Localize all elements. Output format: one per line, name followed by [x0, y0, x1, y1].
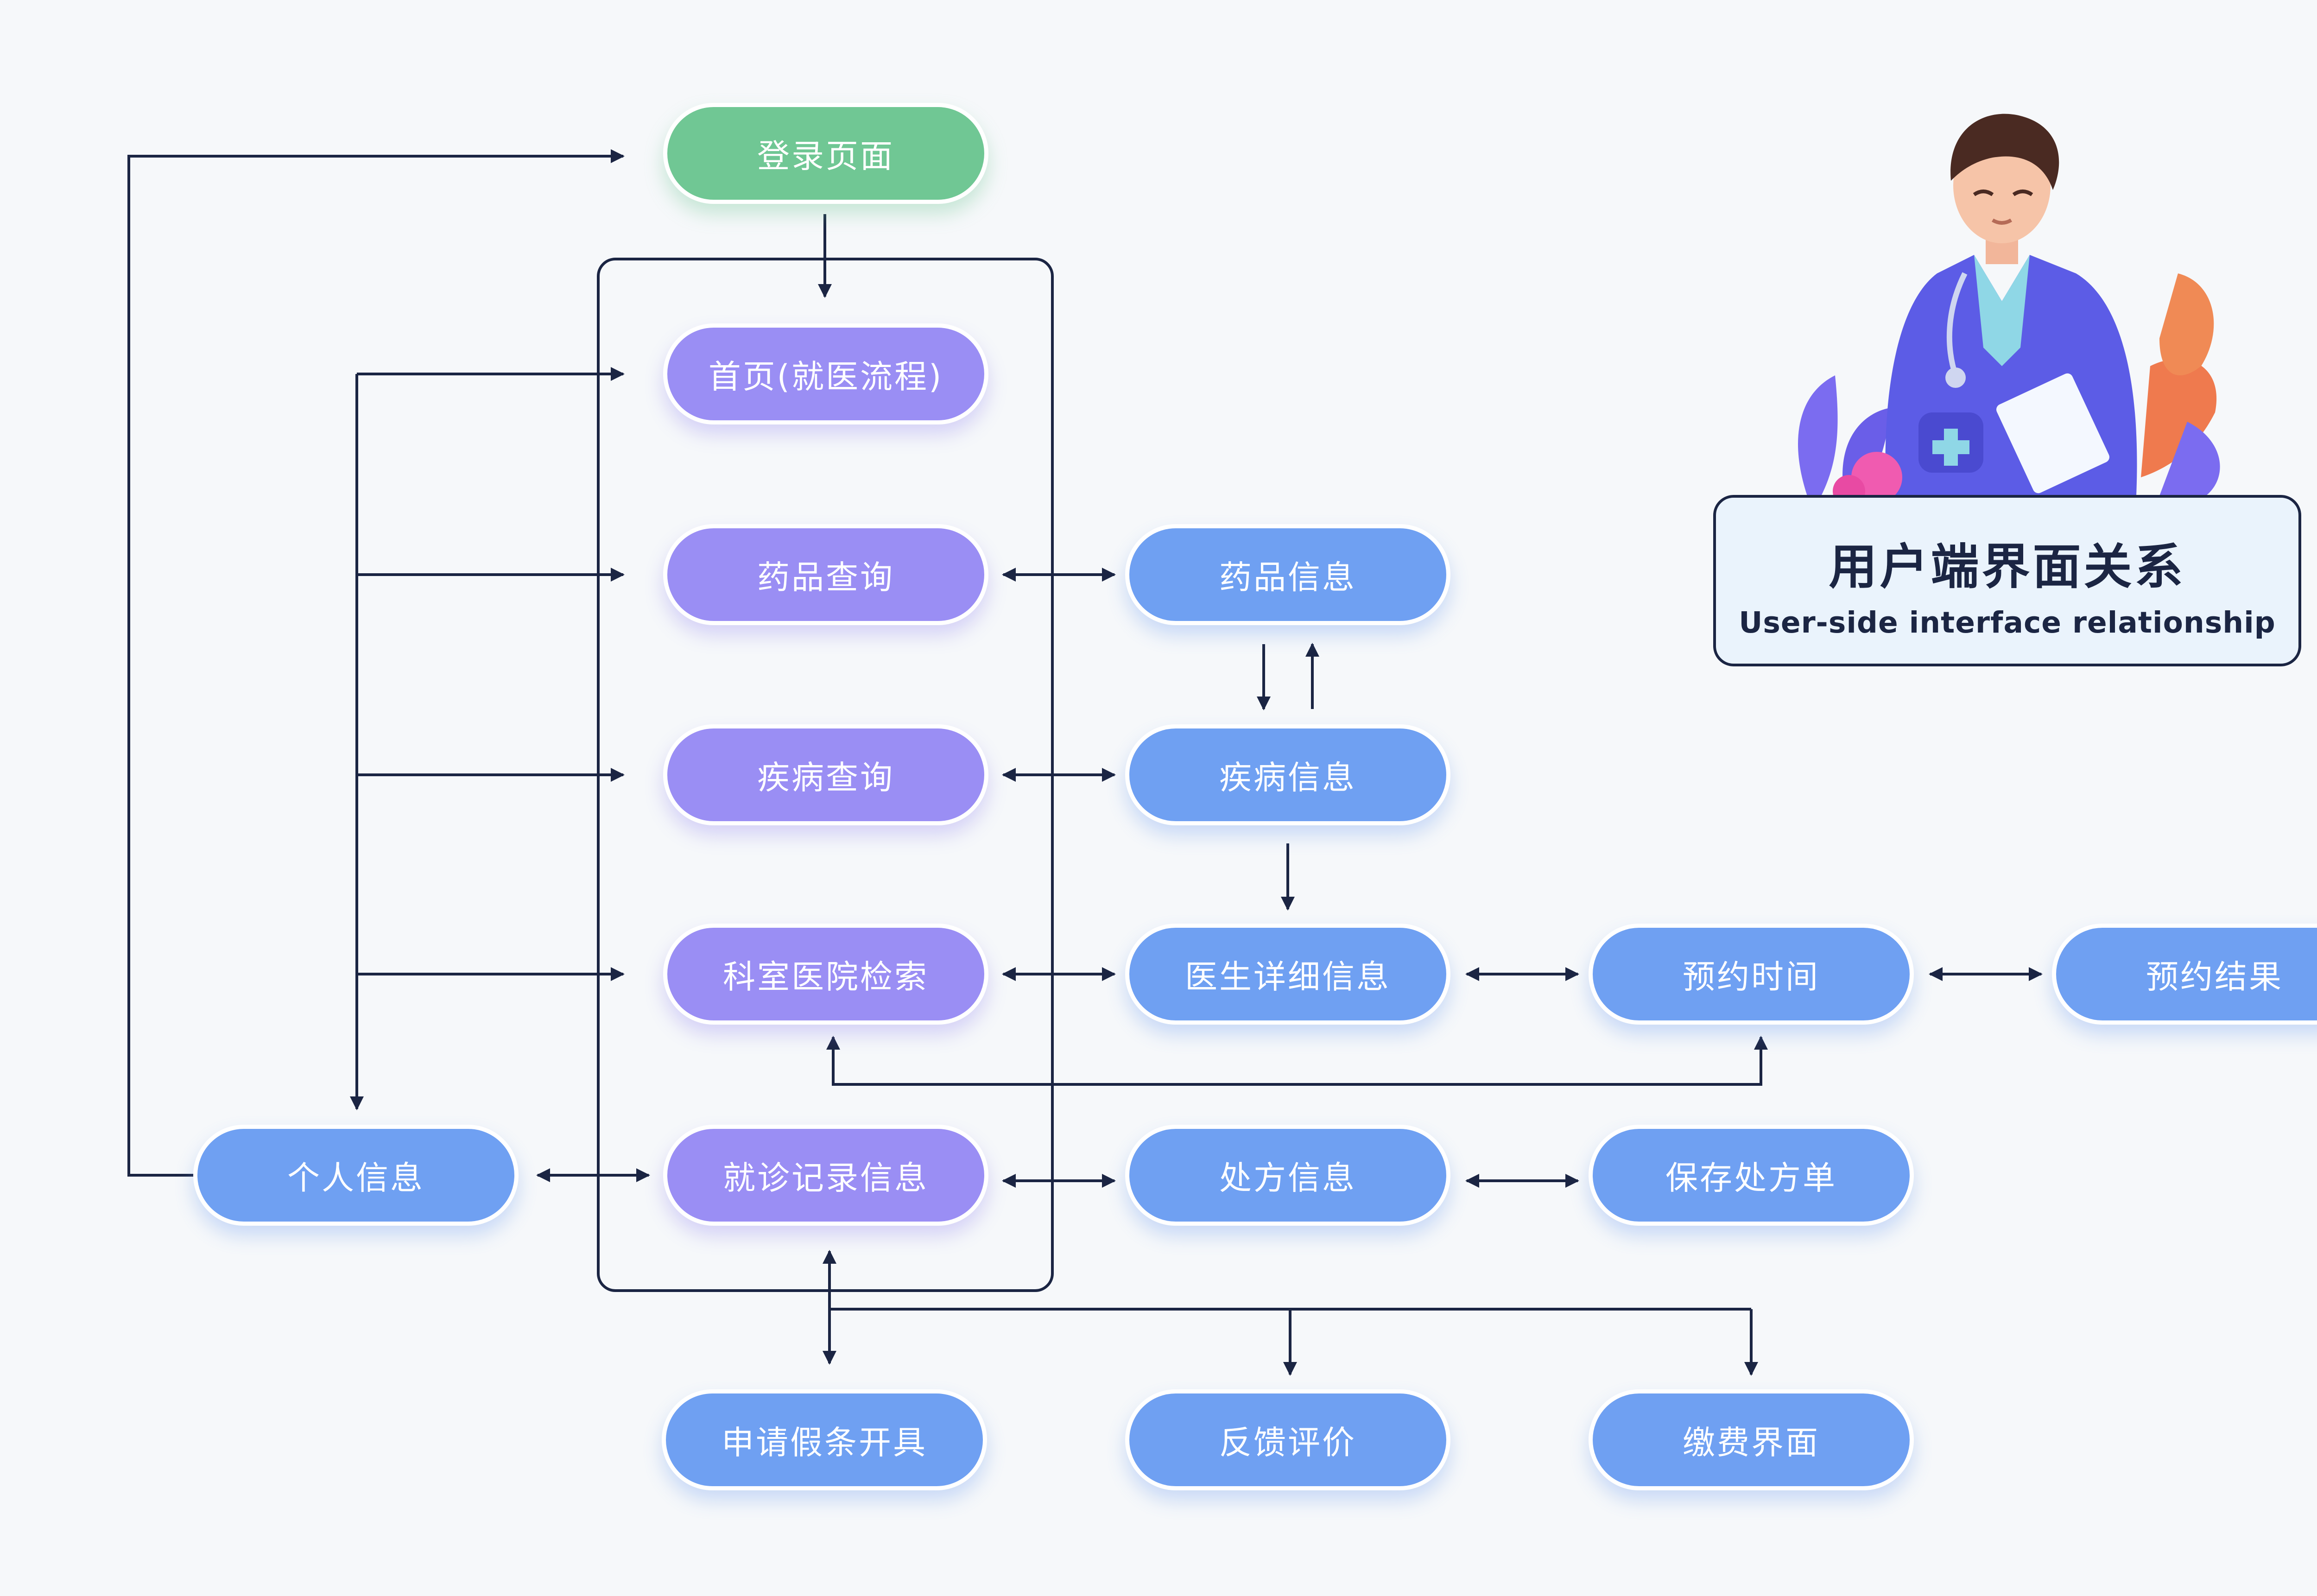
node-visit-records[interactable]: 就诊记录信息 [663, 1125, 988, 1226]
eyes-icon [1973, 190, 2033, 196]
stethoscope-icon [1946, 272, 1968, 376]
node-drug-info[interactable]: 药品信息 [1125, 524, 1450, 625]
node-drug-query[interactable]: 药品查询 [663, 524, 988, 625]
main-pages-group [597, 258, 1054, 1292]
node-dept-search[interactable]: 科室医院检索 [663, 924, 988, 1025]
node-prescription-info-label: 处方信息 [1219, 1159, 1356, 1197]
title-card: 用户端界面关系 User-side interface relationship [1713, 495, 2301, 666]
node-appointment-result-label: 预约结果 [2146, 957, 2283, 996]
node-leave-request[interactable]: 申请假条开具 [662, 1389, 987, 1490]
mouth-icon [1991, 218, 2013, 225]
collar-icon [1974, 255, 2030, 366]
node-disease-info-label: 疾病信息 [1219, 758, 1356, 797]
node-dept-search-label: 科室医院检索 [723, 957, 929, 996]
node-login-label: 登录页面 [757, 137, 894, 175]
leaf-left-icon [1798, 375, 1838, 496]
arrow-personal-to-login [127, 149, 625, 1177]
node-appointment-time[interactable]: 预约时间 [1589, 924, 1914, 1025]
node-prescription-info[interactable]: 处方信息 [1125, 1125, 1450, 1226]
node-login[interactable]: 登录页面 [663, 103, 988, 204]
node-leave-request-label: 申请假条开具 [722, 1423, 927, 1462]
node-visit-records-label: 就诊记录信息 [723, 1159, 929, 1197]
doctor-icon [1798, 114, 2220, 500]
node-payment-label: 缴费界面 [1683, 1423, 1820, 1462]
stethoscope-chest-icon [1945, 367, 1966, 388]
node-home-label: 首页(就医流程) [708, 357, 943, 396]
node-doctor-detail[interactable]: 医生详细信息 [1125, 924, 1450, 1025]
node-drug-info-label: 药品信息 [1219, 558, 1356, 596]
medical-cross-icon [1932, 429, 1969, 466]
page-subtitle: User-side interface relationship [1739, 606, 2276, 640]
node-save-prescription-label: 保存处方单 [1665, 1159, 1837, 1197]
node-appointment-result[interactable]: 预约结果 [2052, 924, 2317, 1025]
arrow-dept-appointment-loop [826, 1036, 1768, 1086]
node-save-prescription[interactable]: 保存处方单 [1589, 1125, 1914, 1226]
node-payment[interactable]: 缴费界面 [1589, 1389, 1914, 1490]
leaf-right-2-icon [2159, 273, 2214, 375]
clipboard-icon [1996, 373, 2109, 494]
leaf-right-icon [2141, 359, 2217, 477]
node-disease-query[interactable]: 疾病查询 [663, 724, 988, 825]
leaf-right-3-icon [2159, 422, 2220, 496]
pink-ball-2-icon [1833, 475, 1865, 500]
page-title: 用户端界面关系 [1829, 538, 2186, 595]
node-feedback-label: 反馈评价 [1219, 1423, 1356, 1462]
node-personal-info[interactable]: 个人信息 [193, 1125, 519, 1226]
node-disease-query-label: 疾病查询 [757, 758, 894, 797]
node-feedback[interactable]: 反馈评价 [1125, 1389, 1450, 1490]
node-doctor-detail-label: 医生详细信息 [1185, 957, 1391, 996]
hair-icon [1950, 114, 2059, 190]
node-disease-info[interactable]: 疾病信息 [1125, 724, 1450, 825]
node-home[interactable]: 首页(就医流程) [663, 323, 988, 424]
node-appointment-time-label: 预约时间 [1683, 957, 1820, 996]
node-drug-query-label: 药品查询 [757, 558, 894, 596]
node-personal-info-label: 个人信息 [287, 1159, 424, 1197]
